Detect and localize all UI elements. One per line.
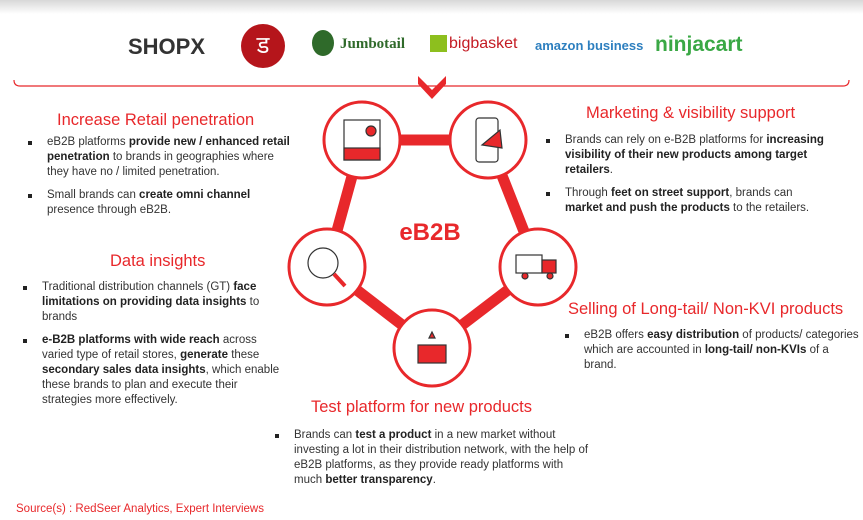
- bullet: Traditional distribution channels (GT) f…: [20, 280, 290, 325]
- list-data: Traditional distribution channels (GT) f…: [20, 280, 290, 416]
- list-test: Brands can test a product in a new marke…: [272, 428, 592, 496]
- list-retail: eB2B platforms provide new / enhanced re…: [25, 135, 295, 226]
- title-marketing: Marketing & visibility support: [586, 104, 796, 122]
- store-icon: [322, 100, 402, 180]
- list-longtail: eB2B offers easy distribution of product…: [562, 328, 862, 381]
- title-longtail: Selling of Long-tail/ Non-KVI products: [568, 300, 844, 318]
- logo-shopx: SHOPX: [128, 34, 206, 59]
- bracket-line: [13, 79, 850, 87]
- logo-bigbasket: bigbasket: [449, 35, 518, 52]
- list-marketing: Brands can rely on e-B2B platforms for i…: [543, 133, 833, 224]
- logo-amazon-business: amazon business: [535, 38, 644, 53]
- bullet: Small brands can create omni channel pre…: [25, 188, 295, 218]
- source-note: Source(s) : RedSeer Analytics, Expert In…: [16, 503, 264, 515]
- logo-jumbotail-text: Jumbotail: [340, 36, 406, 52]
- title-test: Test platform for new products: [311, 398, 533, 416]
- bullet: e-B2B platforms with wide reach across v…: [20, 333, 290, 408]
- center-label: eB2B: [399, 219, 460, 246]
- bullet: eB2B offers easy distribution of product…: [562, 328, 862, 373]
- logo-ninjacart: ninjacart: [655, 33, 743, 56]
- logo-bigbasket-icon: [430, 35, 447, 52]
- bullet: Brands can rely on e-B2B platforms for i…: [543, 133, 833, 178]
- logo-udaan: ड: [241, 24, 285, 68]
- top-shade: [0, 0, 863, 14]
- bullet: Brands can test a product in a new marke…: [272, 428, 592, 488]
- bullet: eB2B platforms provide new / enhanced re…: [25, 135, 295, 180]
- bullet: Through feet on street support, brands c…: [543, 186, 833, 216]
- magnifier-chart-icon: [287, 227, 367, 307]
- title-data: Data insights: [110, 252, 206, 270]
- logo-jumbotail: [312, 30, 334, 56]
- delivery-truck-icon: [498, 227, 578, 307]
- title-retail: Increase Retail penetration: [57, 111, 255, 129]
- down-chevron-icon: [418, 76, 446, 99]
